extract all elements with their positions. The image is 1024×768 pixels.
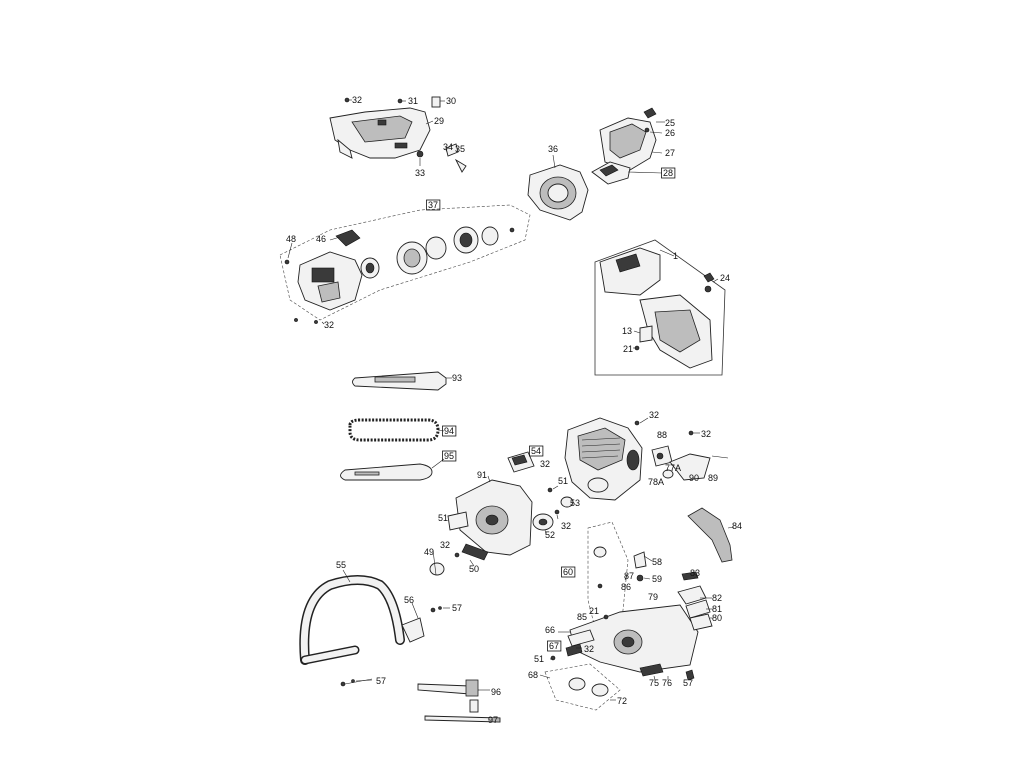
callout-97: 97: [488, 715, 498, 725]
callout-33: 33: [415, 168, 425, 178]
callout-1: 1: [673, 251, 678, 261]
callout-32: 32: [561, 521, 571, 531]
callout-51: 51: [438, 513, 448, 523]
callout-78A: 78A: [648, 477, 664, 487]
callout-34: 34: [443, 142, 453, 152]
tools: [417, 679, 501, 723]
callout-49: 49: [424, 547, 434, 557]
callout-46: 46: [316, 234, 326, 244]
callout-24: 24: [720, 273, 730, 283]
callout-21: 21: [589, 606, 599, 616]
oil-pump-housing: [539, 521, 713, 711]
callout-26: 26: [665, 128, 675, 138]
callout-51: 51: [534, 654, 544, 664]
callout-57: 57: [683, 678, 693, 688]
callout-box-94: [442, 425, 457, 437]
callout-89: 89: [708, 473, 718, 483]
callout-30: 30: [446, 96, 456, 106]
top-cover-assembly: [329, 96, 467, 173]
guide-bar-95: [340, 458, 445, 481]
starter-assembly: [279, 204, 531, 325]
callout-13: 13: [622, 326, 632, 336]
callout-52: 52: [545, 530, 555, 540]
callout-53: 53: [570, 498, 580, 508]
front-handle-55: [299, 569, 450, 687]
callout-32: 32: [584, 644, 594, 654]
crankcase-assembly: [429, 451, 574, 576]
callout-32: 32: [324, 320, 334, 330]
callout-77A: 77A: [665, 463, 681, 473]
callout-21: 21: [623, 344, 633, 354]
callout-85: 85: [577, 612, 587, 622]
callout-91: 91: [477, 470, 487, 480]
callout-25: 25: [665, 118, 675, 128]
callout-35: 35: [455, 144, 465, 154]
callout-36: 36: [548, 144, 558, 154]
callout-31: 31: [408, 96, 418, 106]
callout-66: 66: [545, 625, 555, 635]
callout-32: 32: [352, 95, 362, 105]
callout-67: 67: [549, 641, 559, 651]
callout-76: 76: [662, 678, 672, 688]
callout-59: 59: [652, 574, 662, 584]
callout-box-95: [442, 450, 457, 462]
callout-60: 60: [563, 567, 573, 577]
callout-29: 29: [434, 116, 444, 126]
callout-32: 32: [649, 410, 659, 420]
callout-box-67: [547, 640, 562, 652]
callout-68: 68: [528, 670, 538, 680]
starter-spring-parts: [360, 226, 515, 279]
callout-55: 55: [336, 560, 346, 570]
callout-72: 72: [617, 696, 627, 706]
callout-81: 81: [712, 604, 722, 614]
callout-86: 86: [621, 582, 631, 592]
callout-51: 51: [558, 476, 568, 486]
callout-75: 75: [649, 678, 659, 688]
bar-cover-93: [352, 371, 452, 391]
callout-56: 56: [404, 595, 414, 605]
callout-88: 88: [657, 430, 667, 440]
callout-54: 54: [531, 446, 541, 456]
callout-57: 57: [452, 603, 462, 613]
callout-57: 57: [376, 676, 386, 686]
callout-27: 27: [665, 148, 675, 158]
callout-83: 83: [690, 568, 700, 578]
callout-96: 96: [491, 687, 501, 697]
tank-handle-assembly: [594, 239, 726, 376]
callout-95: 95: [444, 451, 454, 461]
callout-28: 28: [663, 168, 673, 178]
callout-32: 32: [440, 540, 450, 550]
callout-box-28: [661, 167, 676, 179]
callout-box-60: [561, 566, 576, 578]
callout-82: 82: [712, 593, 722, 603]
callout-93: 93: [452, 373, 462, 383]
callout-50: 50: [469, 564, 479, 574]
cylinder-fins: [581, 437, 621, 459]
handle-grip-84: [687, 507, 735, 563]
callout-32: 32: [701, 429, 711, 439]
callout-87: 87: [624, 571, 634, 581]
callout-90: 90: [689, 473, 699, 483]
callout-37: 37: [428, 200, 438, 210]
callout-79: 79: [648, 592, 658, 602]
engine-block: [564, 417, 729, 501]
starter-cover-36: [527, 154, 589, 221]
callout-94: 94: [444, 426, 454, 436]
callout-58: 58: [652, 557, 662, 567]
callout-80: 80: [712, 613, 722, 623]
air-filter-cover: [591, 107, 665, 185]
callout-box-37: [426, 199, 441, 211]
callout-48: 48: [286, 234, 296, 244]
callout-84: 84: [732, 521, 742, 531]
callout-32: 32: [540, 459, 550, 469]
callout-box-54: [529, 445, 544, 457]
saw-chain-94: [348, 418, 445, 442]
